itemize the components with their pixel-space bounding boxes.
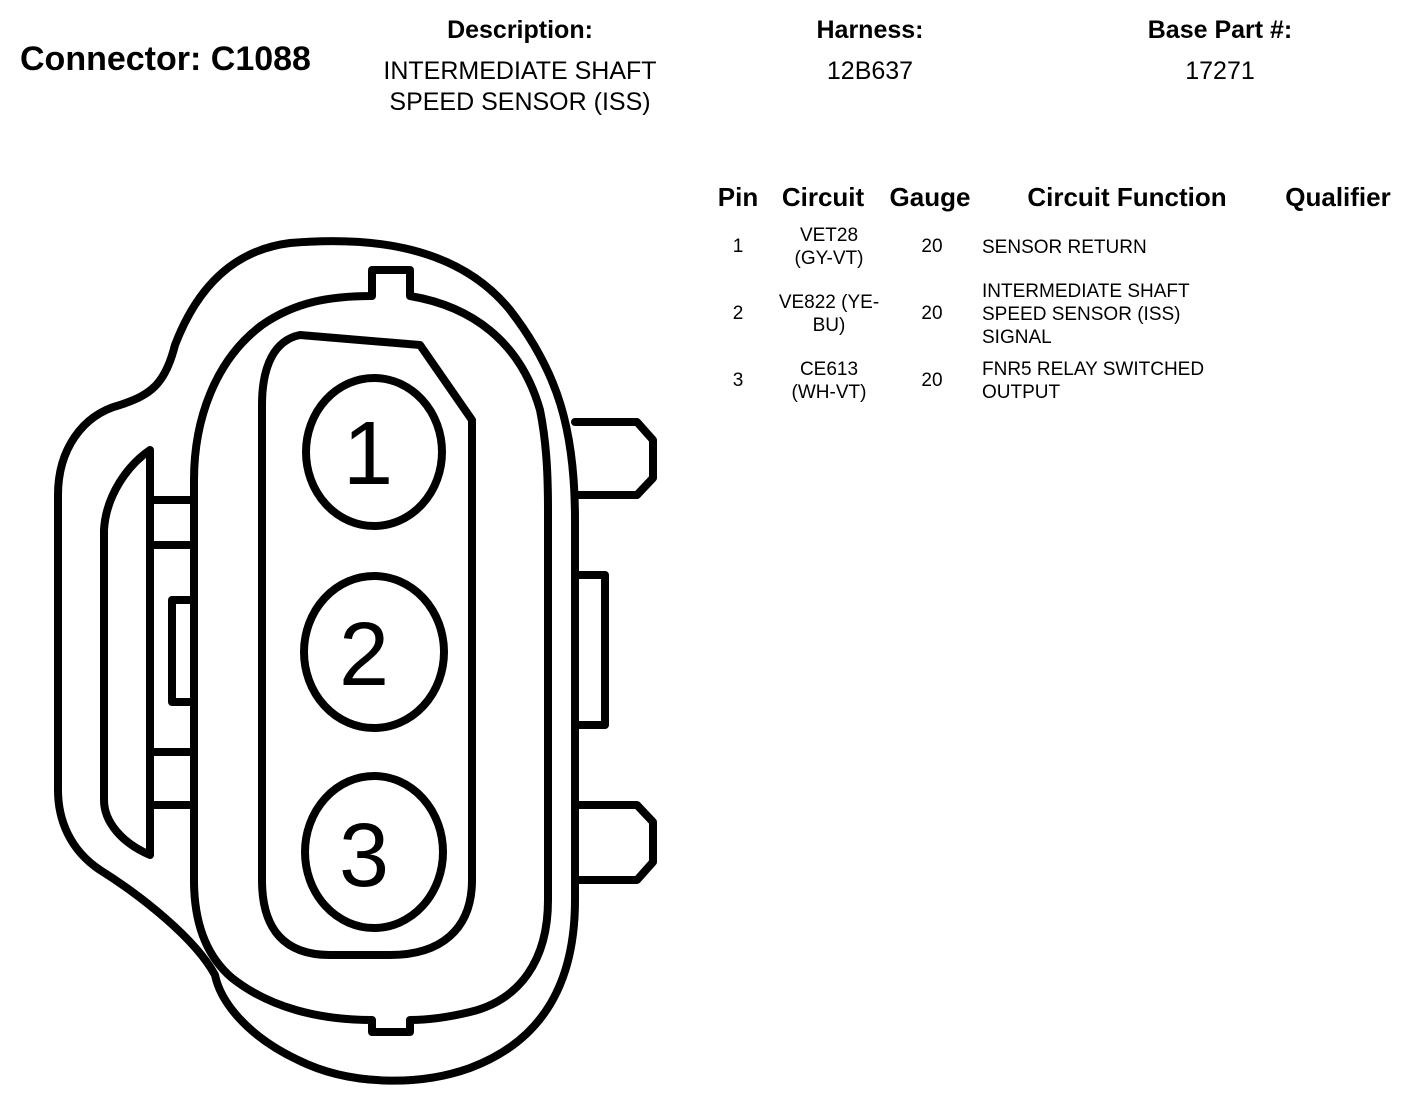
circuit-line: (GY-VT) <box>794 248 864 269</box>
table-row: 2 VE822 (YE- BU) 20 INTERMEDIATE SHAFT S… <box>700 279 1400 349</box>
column-header-circuit: Circuit <box>781 182 865 212</box>
pin-number: 3 <box>732 370 744 391</box>
pin-cavity-3 <box>301 772 447 932</box>
table-row: 1 VET28 (GY-VT) 20 SENSOR RETURN <box>700 222 1400 272</box>
column-header-circuit-function: Circuit Function <box>1027 182 1227 212</box>
right-tab-middle <box>571 571 609 729</box>
column-header-pin: Pin <box>717 182 759 212</box>
connector-title: Connector: C1088 <box>20 40 311 78</box>
base-part-label: Base Part #: <box>1147 16 1293 44</box>
table-row: 3 CE613 (WH-VT) 20 FNR5 RELAY SWITCHED O… <box>700 356 1400 406</box>
wire-gauge: 20 <box>921 303 943 324</box>
right-tab-bottom <box>571 801 657 884</box>
pin-label: 3 <box>339 806 389 906</box>
connector-face-diagram: 1 2 3 <box>54 237 657 1085</box>
description-value: INTERMEDIATE SHAFT SPEED SENSOR (ISS) <box>350 56 690 118</box>
pin-label: 2 <box>339 605 389 705</box>
column-header-qualifier: Qualifier <box>1285 182 1391 212</box>
circuit-line: VE822 (YE- <box>778 292 880 313</box>
function-line: SPEED SENSOR (ISS) <box>982 303 1181 325</box>
wire-gauge: 20 <box>921 236 943 257</box>
left-latch <box>100 446 154 859</box>
cavity-insert <box>258 331 476 959</box>
function-line: OUTPUT <box>982 382 1061 403</box>
circuit-line: VET28 <box>799 225 859 246</box>
circuit-code: CE613 (WH-VT) <box>776 358 882 404</box>
description-label: Description: <box>447 16 593 44</box>
function-line: SENSOR RETURN <box>982 236 1147 258</box>
circuit-function: FNR5 RELAY SWITCHED OUTPUT <box>982 358 1272 404</box>
circuit-function: SENSOR RETURN <box>982 236 1272 259</box>
connector-outer-housing <box>54 237 579 1085</box>
base-part-value: 17271 <box>1185 57 1255 85</box>
harness-label: Harness: <box>816 16 924 44</box>
description-line-2: SPEED SENSOR (ISS) <box>389 88 651 116</box>
function-line: SIGNAL <box>982 326 1052 348</box>
wire-gauge: 20 <box>921 370 943 391</box>
pin-cavity-1 <box>302 374 446 530</box>
pin-label: 1 <box>343 404 393 504</box>
function-line: INTERMEDIATE SHAFT <box>982 280 1190 302</box>
pin-number: 2 <box>732 303 744 324</box>
circuit-line: (WH-VT) <box>791 382 867 403</box>
circuit-code: VE822 (YE- BU) <box>776 291 882 337</box>
function-line: FNR5 RELAY SWITCHED <box>982 359 1205 380</box>
circuit-line: CE613 <box>799 359 859 380</box>
right-tab-top <box>571 418 657 499</box>
pin-number: 1 <box>732 236 744 257</box>
connector-inner-housing <box>190 266 552 1036</box>
pin-cavity-2 <box>300 572 448 732</box>
circuit-line: BU) <box>812 315 846 336</box>
circuit-function: INTERMEDIATE SHAFT SPEED SENSOR (ISS) SI… <box>982 280 1272 349</box>
column-header-gauge: Gauge <box>889 182 971 212</box>
harness-value: 12B637 <box>826 57 914 85</box>
latch-tab <box>168 596 198 706</box>
description-line-1: INTERMEDIATE SHAFT <box>383 57 657 85</box>
circuit-code: VET28 (GY-VT) <box>776 224 882 270</box>
